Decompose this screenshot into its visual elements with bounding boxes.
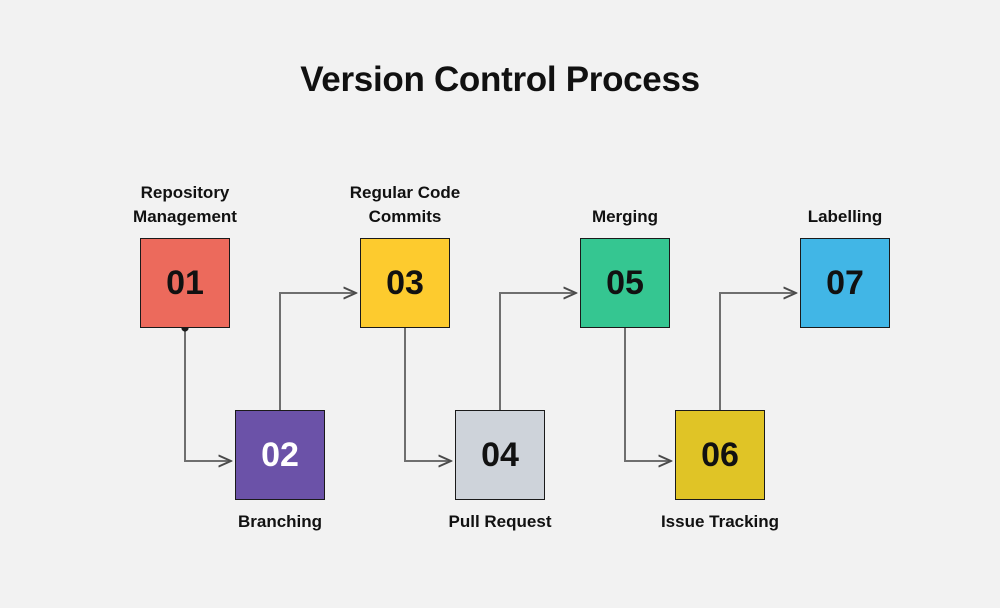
- node-number-03: 03: [386, 264, 424, 302]
- process-node-02[interactable]: 02: [235, 410, 325, 500]
- process-node-03[interactable]: 03: [360, 238, 450, 328]
- page-title: Version Control Process: [300, 60, 700, 99]
- process-node-06[interactable]: 06: [675, 410, 765, 500]
- node-label-07: Labelling: [807, 207, 883, 227]
- node-label-03: Regular Code Commits: [349, 182, 461, 227]
- node-number-02: 02: [261, 436, 299, 474]
- node-label-04: Pull Request: [448, 512, 552, 531]
- connector-03-to-04: [404, 328, 451, 461]
- process-node-05[interactable]: 05: [580, 238, 670, 328]
- connector-06-to-07: [719, 293, 796, 410]
- process-node-01[interactable]: 01: [140, 238, 230, 328]
- node-label-06: Issue Tracking: [660, 512, 780, 531]
- node-number-05: 05: [606, 264, 644, 302]
- connector-01-to-02: [184, 328, 231, 461]
- connector-05-to-06: [624, 328, 671, 461]
- process-node-04[interactable]: 04: [455, 410, 545, 500]
- node-number-07: 07: [826, 264, 864, 302]
- node-label-02: Branching: [237, 512, 323, 531]
- node-number-04: 04: [481, 436, 519, 474]
- node-label-05: Merging: [591, 207, 659, 227]
- connector-02-to-03: [279, 293, 356, 410]
- node-number-06: 06: [701, 436, 739, 474]
- process-node-07[interactable]: 07: [800, 238, 890, 328]
- node-label-01: Repository Management: [133, 182, 237, 227]
- node-number-01: 01: [166, 264, 204, 302]
- connector-04-to-05: [499, 293, 576, 410]
